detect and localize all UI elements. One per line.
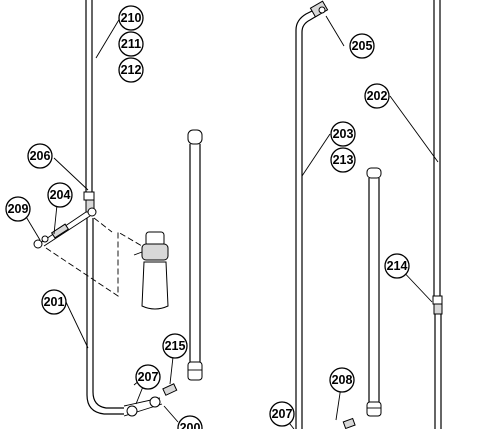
svg-text:210: 210 [121, 11, 142, 25]
callout-209: 209 [5, 196, 31, 222]
svg-text:208: 208 [332, 373, 353, 387]
valve-204 [33, 211, 91, 249]
callout-202: 202 [364, 83, 390, 109]
tube-202 [432, 0, 443, 429]
svg-text:213: 213 [333, 153, 354, 167]
svg-text:203: 203 [333, 127, 354, 141]
svg-text:204: 204 [50, 188, 71, 202]
dashed-link [45, 231, 143, 297]
svg-text:214: 214 [387, 259, 408, 273]
svg-text:201: 201 [44, 295, 65, 309]
svg-text:207: 207 [272, 407, 293, 421]
fitting-208 [342, 417, 356, 429]
svg-text:205: 205 [352, 39, 373, 53]
tube-left-tall [187, 129, 203, 381]
tube-210 [85, 0, 93, 195]
callout-205: 205 [349, 33, 375, 59]
callout-206: 206 [27, 143, 53, 169]
callout-208: 208 [329, 367, 355, 393]
svg-text:207: 207 [138, 370, 159, 384]
svg-text:206: 206 [30, 149, 51, 163]
callout-204: 204 [47, 182, 73, 208]
callout-212: 212 [118, 57, 144, 83]
callout-211: 211 [118, 31, 144, 57]
svg-text:200: 200 [180, 421, 201, 429]
callout-213: 213 [330, 147, 356, 173]
callout-207b: 207 [269, 401, 295, 427]
tube-right-tall [366, 167, 382, 417]
fitting-206 [83, 191, 97, 217]
callout-215: 215 [162, 333, 188, 359]
svg-text:212: 212 [121, 63, 142, 77]
svg-text:215: 215 [165, 339, 186, 353]
svg-text:211: 211 [121, 37, 141, 51]
callout-210: 210 [118, 5, 144, 31]
fitting-205 [309, 0, 329, 18]
callout-214: 214 [384, 253, 410, 279]
callout-201: 201 [41, 289, 67, 315]
tube-201 [86, 218, 124, 415]
filter-canister [133, 231, 169, 310]
leader-lines [21, 15, 439, 429]
svg-text:209: 209 [8, 202, 29, 216]
tube-203 [295, 7, 321, 429]
callout-207a: 207 [135, 364, 161, 390]
svg-text:202: 202 [367, 89, 388, 103]
dashed-link-2 [93, 217, 113, 233]
callout-203: 203 [330, 121, 356, 147]
callout-200: 200 [177, 415, 203, 429]
